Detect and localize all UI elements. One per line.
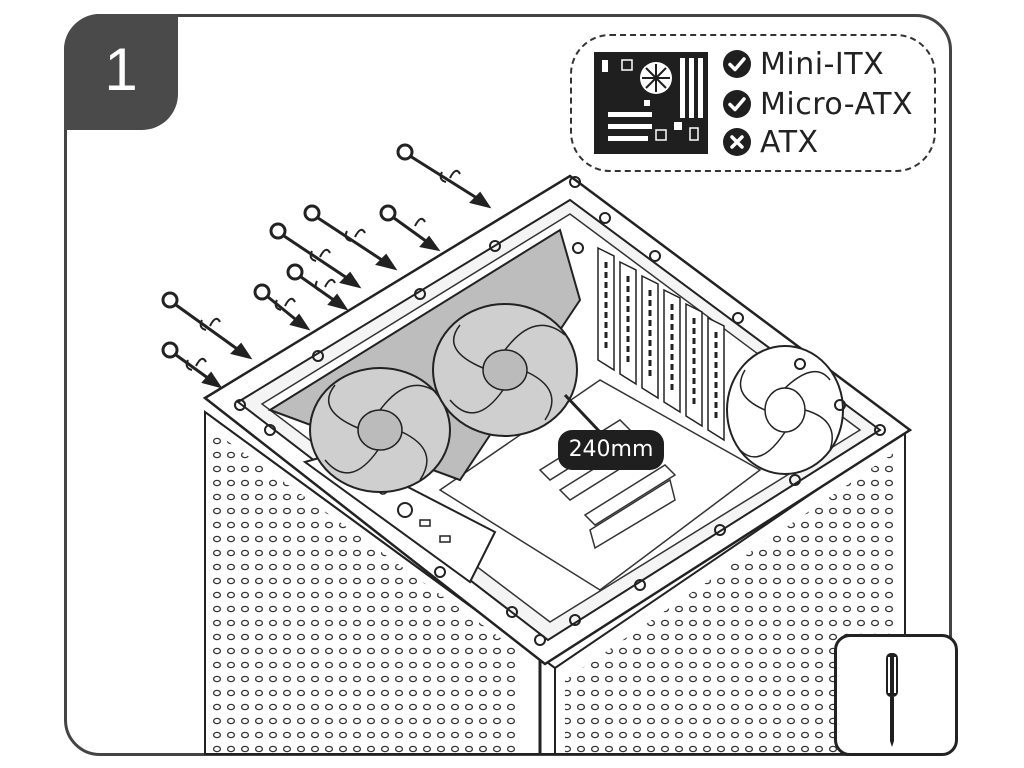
compat-label: Micro-ATX [760, 86, 914, 122]
left-side-panel [204, 410, 556, 755]
frame-screw-holes [234, 176, 886, 646]
compat-item-atx: ATX [722, 124, 819, 160]
screw [253, 283, 311, 331]
screw [396, 143, 492, 209]
screw [379, 204, 441, 252]
expansion-slot-covers [597, 246, 725, 442]
radiator-240mm [267, 228, 602, 493]
radiator-fan-1 [309, 367, 451, 493]
screw [303, 204, 398, 271]
screw [161, 341, 223, 389]
compat-item-mini-itx: Mini-ITX [722, 46, 884, 82]
step-tab [64, 14, 178, 130]
tool-box [834, 634, 958, 756]
compat-label: ATX [760, 124, 819, 160]
screw [161, 291, 253, 360]
check-circle-icon [723, 50, 751, 78]
rear-fan [726, 345, 844, 475]
radiator-size-callout: 240mm [558, 430, 664, 470]
check-circle-icon [723, 90, 751, 118]
step-number: 1 [104, 36, 138, 103]
screw [269, 222, 362, 289]
motherboard-icon [594, 52, 708, 154]
compat-item-micro-atx: Micro-ATX [722, 86, 913, 122]
case-interior [260, 213, 862, 623]
x-circle-icon [723, 128, 751, 156]
compat-label: Mini-ITX [760, 46, 885, 82]
screw-arrows [161, 143, 492, 389]
radiator-fan-2 [432, 303, 578, 437]
screwdriver-icon [886, 653, 898, 747]
callout-pointer [563, 393, 602, 434]
